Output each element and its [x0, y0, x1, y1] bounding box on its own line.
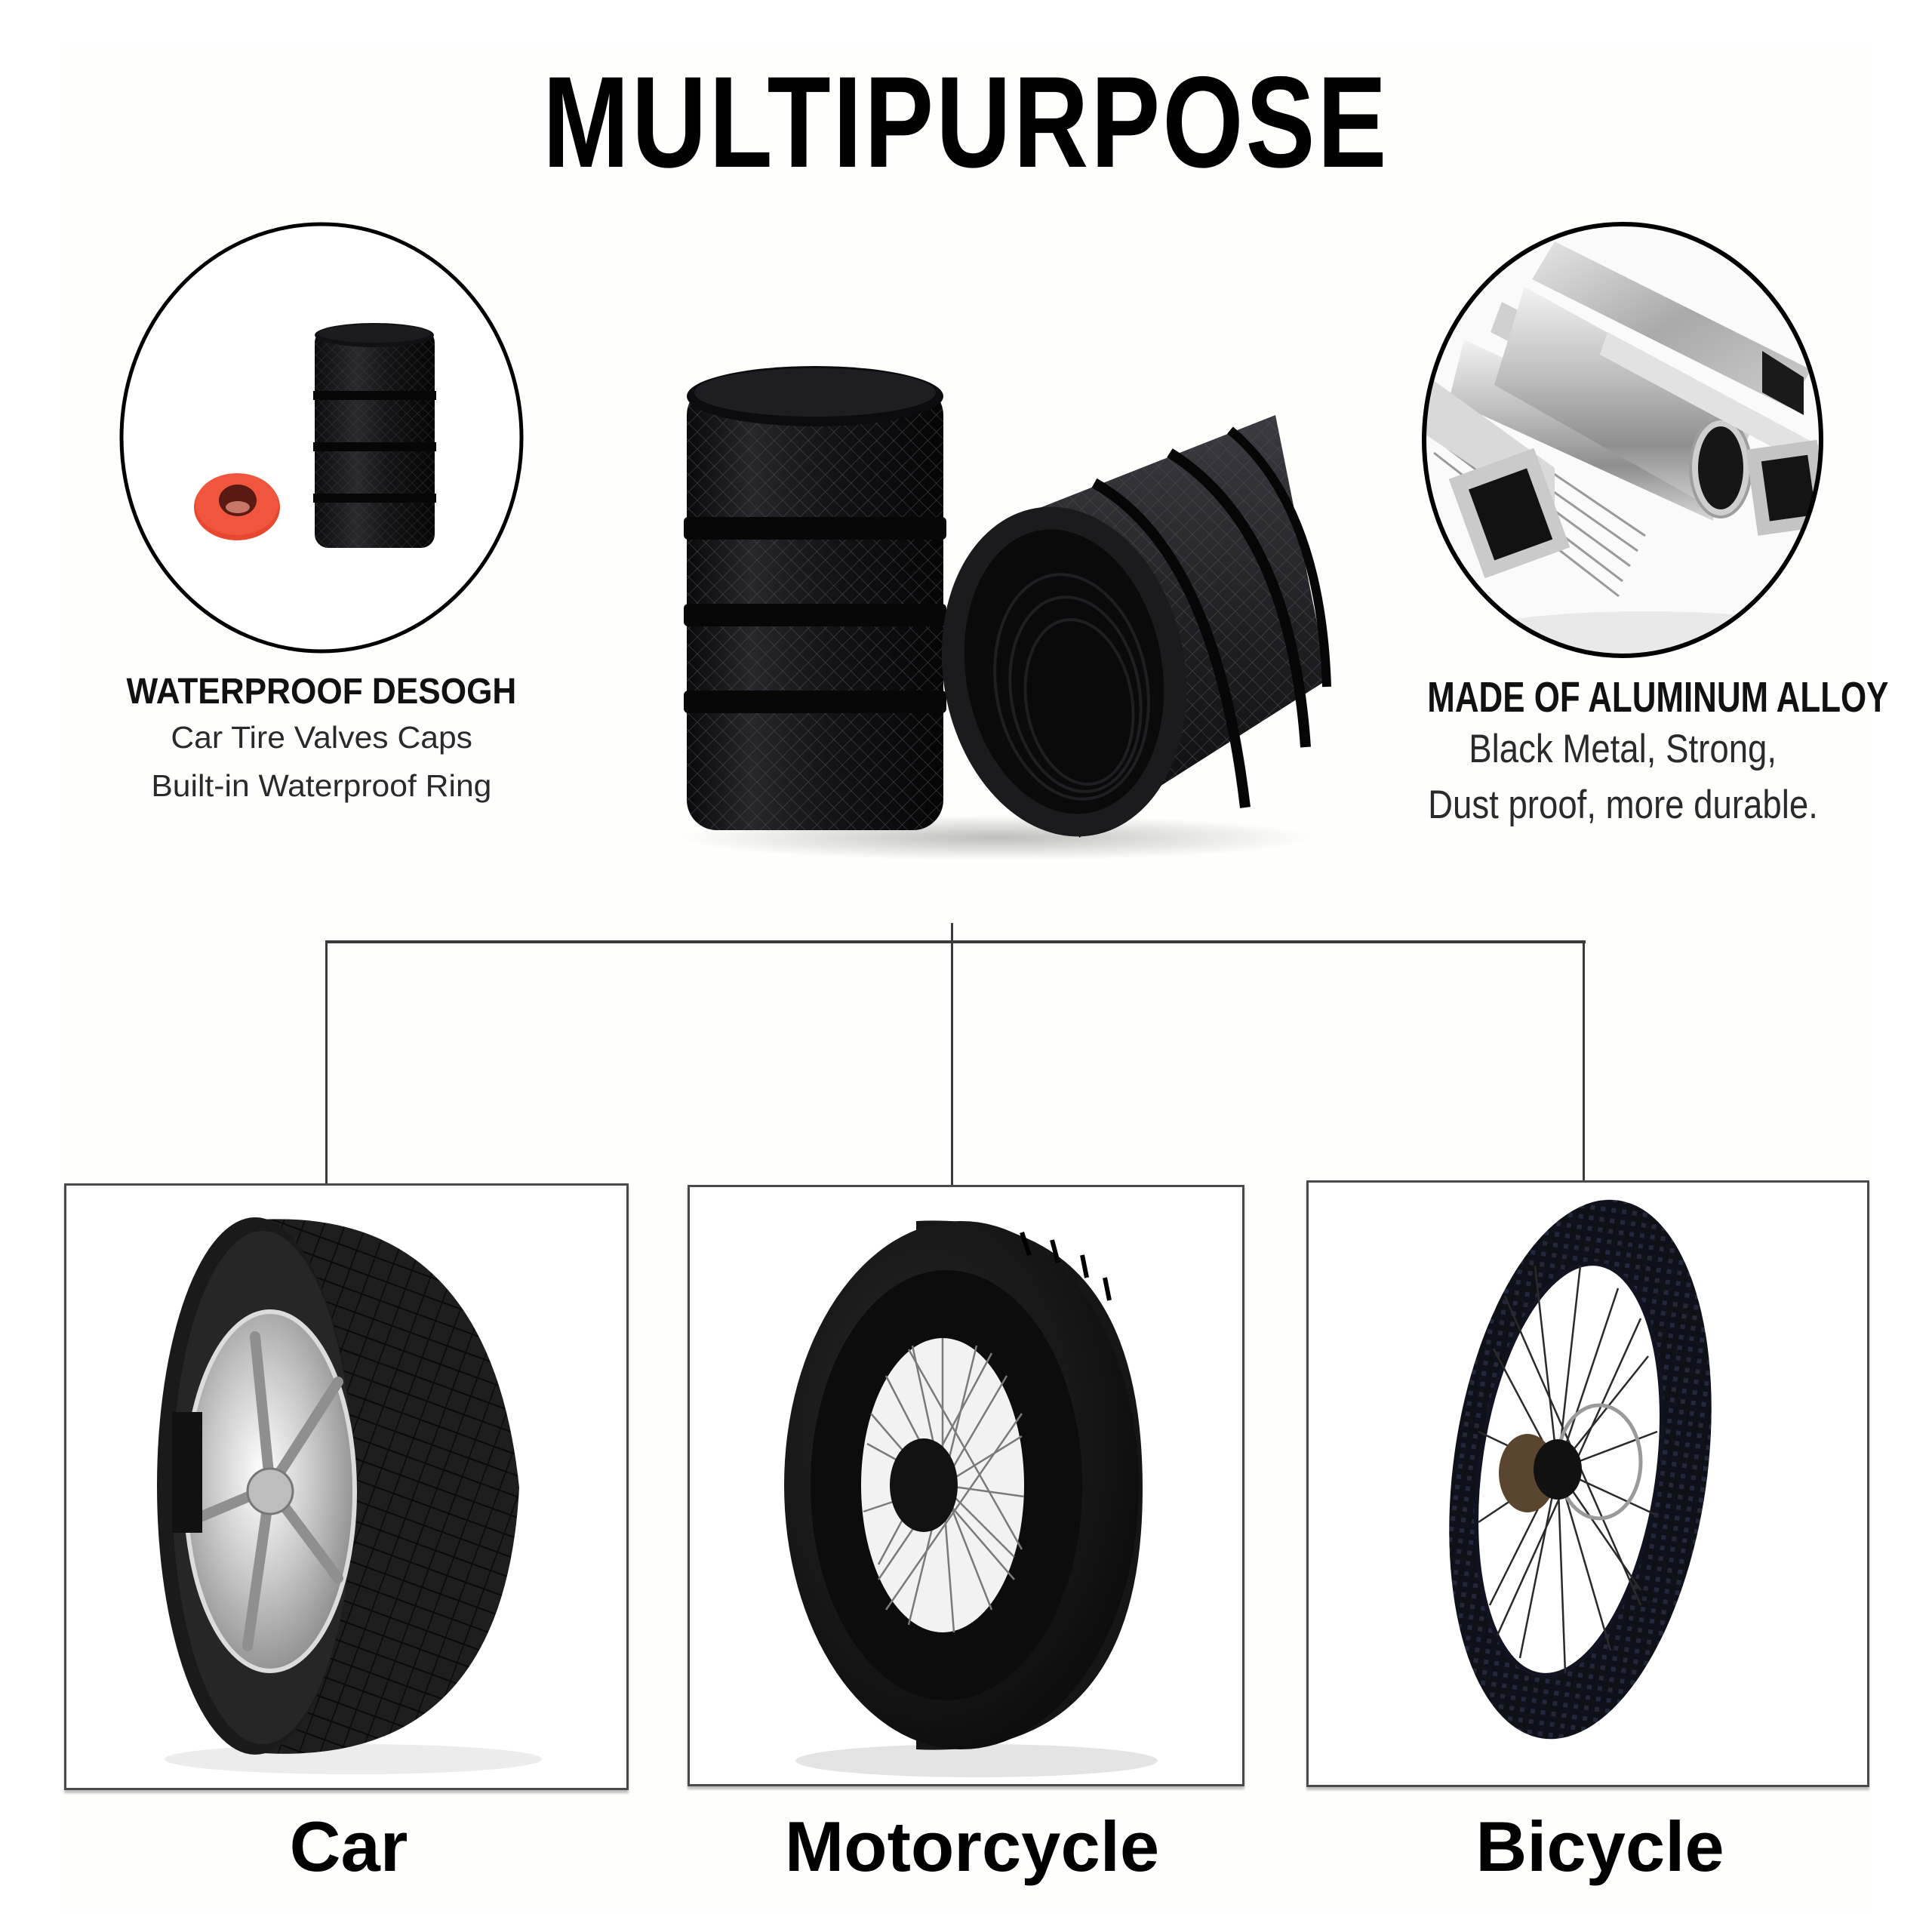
- label-car: Car: [289, 1807, 408, 1886]
- feature-line-text: Black Metal, Strong,: [1469, 727, 1777, 771]
- feature-heading: WATERPROOF DESOGH: [95, 671, 548, 713]
- page-title: MULTIPURPOSE: [0, 47, 1932, 198]
- feature-line-text: Built-in Waterproof Ring: [151, 768, 492, 803]
- valve-cap-icon: [313, 323, 436, 548]
- title-text: MULTIPURPOSE: [543, 50, 1389, 195]
- motorcycle-tire-icon: [784, 1220, 1158, 1777]
- valve-caps-product-image: [679, 366, 1331, 860]
- waterproof-ring-icon: [194, 473, 280, 540]
- bicycle-tire-icon: [1449, 1199, 1712, 1740]
- motorcycle-tire-box: [688, 1185, 1244, 1786]
- connector-horizontal: [325, 940, 1586, 943]
- feature-line-text: Car Tire Valves Caps: [171, 720, 472, 755]
- connector-trunk: [951, 923, 953, 1186]
- feature-waterproof: WATERPROOF DESOGH Car Tire Valves Caps B…: [95, 671, 548, 810]
- label-motorcycle: Motorcycle: [784, 1807, 1160, 1886]
- bicycle-tire-box: [1306, 1180, 1869, 1787]
- label-bicycle: Bicycle: [1475, 1807, 1724, 1886]
- feature-line: Dust proof, more durable.: [1358, 777, 1887, 833]
- feature-heading: MADE OF ALUMINUM ALLOY: [1358, 673, 1889, 721]
- feature-line-text: Dust proof, more durable.: [1427, 783, 1818, 827]
- connector-car: [325, 942, 328, 1183]
- feature-aluminum: MADE OF ALUMINUM ALLOY Black Metal, Stro…: [1358, 673, 1889, 833]
- upright-valve-cap-icon: [684, 366, 946, 830]
- lying-valve-cap-icon: [941, 415, 1331, 838]
- feature-circle-right: [1422, 222, 1823, 658]
- car-tire-box: [64, 1183, 629, 1790]
- feature-heading-text: MADE OF ALUMINUM ALLOY: [1427, 673, 1889, 721]
- connector-bicycle: [1583, 942, 1585, 1180]
- car-tire-icon: [157, 1217, 542, 1774]
- waterproof-ring-illustration: [119, 222, 524, 654]
- feature-line: Black Metal, Strong,: [1358, 721, 1887, 777]
- feature-line: Built-in Waterproof Ring: [95, 761, 548, 810]
- aluminum-alloy-illustration: [1422, 222, 1823, 658]
- feature-heading-text: WATERPROOF DESOGH: [126, 672, 517, 712]
- feature-line: Car Tire Valves Caps: [95, 713, 548, 761]
